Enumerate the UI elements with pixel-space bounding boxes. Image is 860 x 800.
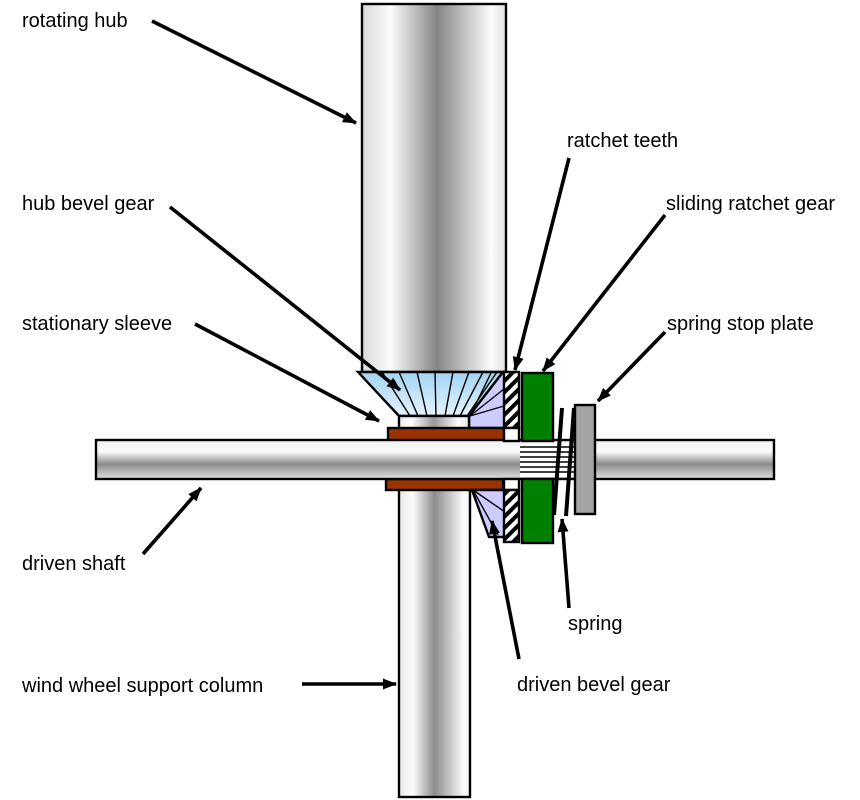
ratchet-teeth-shape — [502, 370, 521, 544]
arrow-spring — [557, 518, 571, 609]
hub-bevel-gear-teeth — [381, 371, 498, 417]
arrow-rotating-hub — [151, 19, 357, 125]
label-spring: spring — [568, 613, 622, 635]
arrow-ratchet-teeth — [512, 157, 571, 371]
leader-arrows — [141, 19, 667, 690]
arrow-stationary-sleeve — [194, 322, 380, 423]
sliding-ratchet-gear-upper-shape — [520, 371, 555, 443]
arrow-driven-bevel-gear — [489, 520, 521, 660]
label-spring-stop-plate: spring stop plate — [667, 313, 814, 335]
arrow-hub-bevel-gear — [168, 205, 402, 392]
label-rotating-hub: rotating hub — [22, 10, 128, 32]
spring-shape — [552, 407, 576, 517]
label-stationary-sleeve: stationary sleeve — [22, 313, 172, 335]
driven-shaft-shape — [94, 438, 776, 481]
arrow-sliding-ratchet-gear — [541, 213, 667, 373]
arrow-spring-stop-plate — [596, 330, 667, 403]
label-ratchet-teeth: ratchet teeth — [567, 130, 678, 152]
splined-shaft-section — [520, 443, 575, 477]
driven-bevel-gear-shape — [470, 488, 507, 539]
support-column-shape — [397, 477, 472, 799]
label-driven-shaft: driven shaft — [22, 553, 126, 575]
arrow-driven-shaft — [141, 486, 203, 556]
stationary-sleeve-lower-shape — [384, 477, 505, 492]
label-hub-bevel-gear: hub bevel gear — [22, 193, 155, 215]
label-sliding-ratchet-gear: sliding ratchet gear — [666, 193, 835, 215]
label-driven-bevel-gear: driven bevel gear — [517, 674, 671, 696]
sliding-ratchet-gear-lower-shape — [520, 477, 555, 545]
rotating-hub-shape — [360, 2, 508, 374]
spring-stop-plate-shape — [573, 403, 597, 516]
label-wind-wheel-support-column: wind wheel support column — [21, 675, 263, 697]
